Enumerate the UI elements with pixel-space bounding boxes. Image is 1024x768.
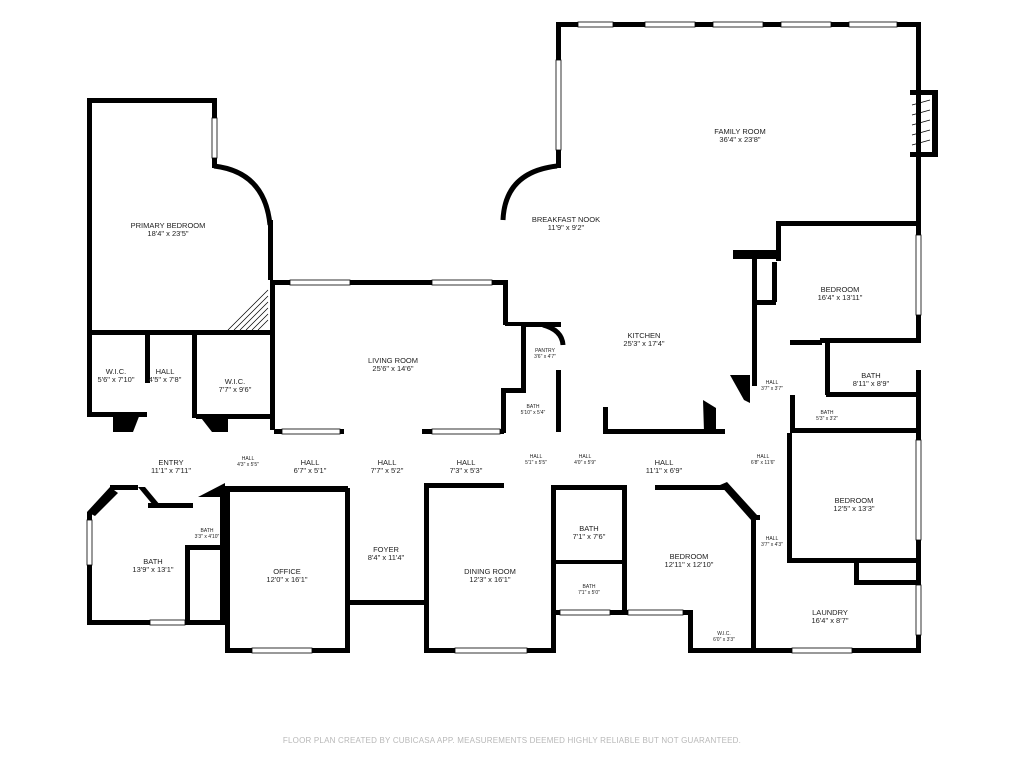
hall-g-name: HALL [530, 454, 543, 460]
office-dimensions: 12'0" x 16'1" [266, 575, 307, 584]
hall-e-dimensions: 7'7" x 5'2" [371, 466, 404, 475]
hall-k-name: HALL [766, 536, 779, 542]
wic-1-name: W.I.C. [106, 367, 126, 376]
stairs [227, 289, 269, 331]
bedroom-1-name: BEDROOM [821, 285, 860, 294]
bath-4-name: BATH [201, 528, 214, 534]
hall-d-name: HALL [301, 458, 320, 467]
kitchen-dimensions: 25'3" x 17'4" [623, 339, 664, 348]
bedroom-1-dimensions: 16'4" x 13'11" [818, 293, 863, 302]
hall-f-dimensions: 7'3" x 5'3" [450, 466, 483, 475]
office-name: OFFICE [273, 567, 301, 576]
bay-walls [213, 163, 566, 346]
walls [87, 22, 938, 653]
bath-2-dimensions: 5'10" x 5'4" [521, 410, 546, 416]
bath-6-name: BATH [579, 524, 598, 533]
hall-i-name: HALL [655, 458, 674, 467]
bath-4-dimensions: 3'3" x 4'10" [195, 534, 220, 540]
entry-dimensions: 11'1" x 7'11" [151, 466, 191, 475]
hall-b-dimensions: 3'7" x 3'7" [761, 386, 783, 392]
bedroom-3-name: BEDROOM [835, 496, 874, 505]
laundry-dimensions: 16'4" x 8'7" [812, 616, 849, 625]
wic-3-name: W.I.C. [717, 631, 731, 637]
bath-3-dimensions: 5'3" x 3'2" [816, 416, 838, 422]
hall-d-dimensions: 6'7" x 5'1" [294, 466, 327, 475]
windows [86, 21, 922, 654]
primary-bedroom-dimensions: 18'4" x 23'5" [147, 229, 188, 238]
living-room-name: LIVING ROOM [368, 356, 418, 365]
hall-b-name: HALL [766, 380, 779, 386]
bath-3-name: BATH [821, 410, 834, 416]
bath-5-dimensions: 13'9" x 13'1" [132, 565, 173, 574]
bath-7-dimensions: 7'1" x 5'0" [578, 590, 600, 596]
primary-bedroom-name: PRIMARY BEDROOM [131, 221, 206, 230]
pantry-dimensions: 3'6" x 4'7" [534, 354, 556, 360]
wic-2-dimensions: 7'7" x 9'6" [219, 385, 252, 394]
bedroom-2-name: BEDROOM [670, 552, 709, 561]
kitchen-name: KITCHEN [628, 331, 661, 340]
hall-h-name: HALL [579, 454, 592, 460]
hall-h-dimensions: 4'0" x 5'9" [574, 460, 596, 466]
bath-6-dimensions: 7'1" x 7'6" [573, 532, 606, 541]
hall-j-name: HALL [757, 454, 770, 460]
wic-3-dimensions: 6'0" x 3'3" [713, 637, 735, 643]
hall-f-name: HALL [457, 458, 476, 467]
hall-c-dimensions: 4'3" x 5'5" [237, 462, 259, 468]
hall-a-name: HALL [156, 367, 175, 376]
fireplace [911, 99, 931, 146]
foyer-dimensions: 8'4" x 11'4" [368, 553, 405, 562]
dining-room-name: DINING ROOM [464, 567, 516, 576]
bath-5-name: BATH [143, 557, 162, 566]
entry-name: ENTRY [158, 458, 183, 467]
hall-e-name: HALL [378, 458, 397, 467]
bath-1-name: BATH [861, 371, 880, 380]
footer-disclaimer: FLOOR PLAN CREATED BY CUBICASA APP. MEAS… [282, 736, 742, 745]
breakfast-nook-dimensions: 11'9" x 9'2" [548, 223, 585, 232]
wic-2-name: W.I.C. [225, 377, 245, 386]
family-room-name: FAMILY ROOM [714, 127, 765, 136]
pantry-name: PANTRY [535, 348, 555, 354]
bath-1-dimensions: 8'11" x 8'9" [853, 379, 890, 388]
hall-g-dimensions: 5'1" x 5'5" [525, 460, 547, 466]
hall-c-name: HALL [242, 456, 255, 462]
family-room-dimensions: 36'4" x 23'8" [719, 135, 760, 144]
dining-room-dimensions: 12'3" x 16'1" [469, 575, 510, 584]
breakfast-nook-name: BREAKFAST NOOK [532, 215, 600, 224]
bedroom-3-dimensions: 12'5" x 13'3" [833, 504, 874, 513]
foyer-name: FOYER [373, 545, 399, 554]
hall-k-dimensions: 3'7" x 4'3" [761, 542, 783, 548]
hall-a-dimensions: 4'5" x 7'8" [149, 375, 182, 384]
laundry-name: LAUNDRY [812, 608, 848, 617]
hall-i-dimensions: 11'1" x 6'9" [646, 466, 683, 475]
bedroom-2-dimensions: 12'11" x 12'10" [665, 560, 714, 569]
hall-j-dimensions: 6'8" x 11'6" [751, 460, 775, 466]
living-room-dimensions: 25'6" x 14'6" [372, 364, 413, 373]
wic-1-dimensions: 5'6" x 7'10" [98, 375, 135, 384]
bath-2-name: BATH [527, 404, 540, 410]
bath-7-name: BATH [583, 584, 596, 590]
